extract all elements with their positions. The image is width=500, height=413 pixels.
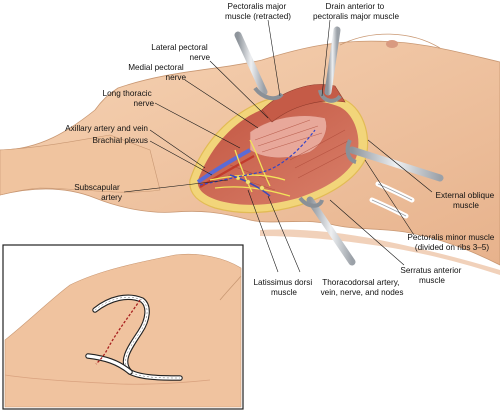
label-external-oblique: External oblique muscle [436,191,497,210]
label-pectoralis-major: Pectoralis major muscle (retracted) [225,2,291,21]
label-subscapular-artery: Subscapular artery [74,183,123,202]
leader-lines [123,19,433,273]
diagram-labels: Pectoralis major muscle (retracted) Drai… [65,2,497,297]
label-brachial-plexus: Brachial plexus [92,136,148,145]
incision-outline-inset [2,244,244,410]
label-lateral-pectoral-nerve: Lateral pectoral nerve [151,43,210,62]
label-latissimus-dorsi: Latissimus dorsi muscle [254,278,315,297]
label-axillary-artery-vein: Axillary artery and vein [65,124,148,133]
nipple [386,40,398,48]
label-long-thoracic-nerve: Long thoracic nerve [103,89,155,108]
label-serratus-anterior: Serratus anterior muscle [400,266,463,285]
label-pectoralis-minor: Pectoralis minor muscle (divided on ribs… [407,233,496,252]
surgical-cavity [189,84,369,214]
label-drain: Drain anterior to pectoralis major muscl… [313,2,399,21]
label-medial-pectoral-nerve: Medial pectoral nerve [128,63,186,82]
surgical-retractor-icon [234,26,444,266]
label-thoracodorsal: Thoracodorsal artery, vein, nerve, and n… [321,278,404,297]
